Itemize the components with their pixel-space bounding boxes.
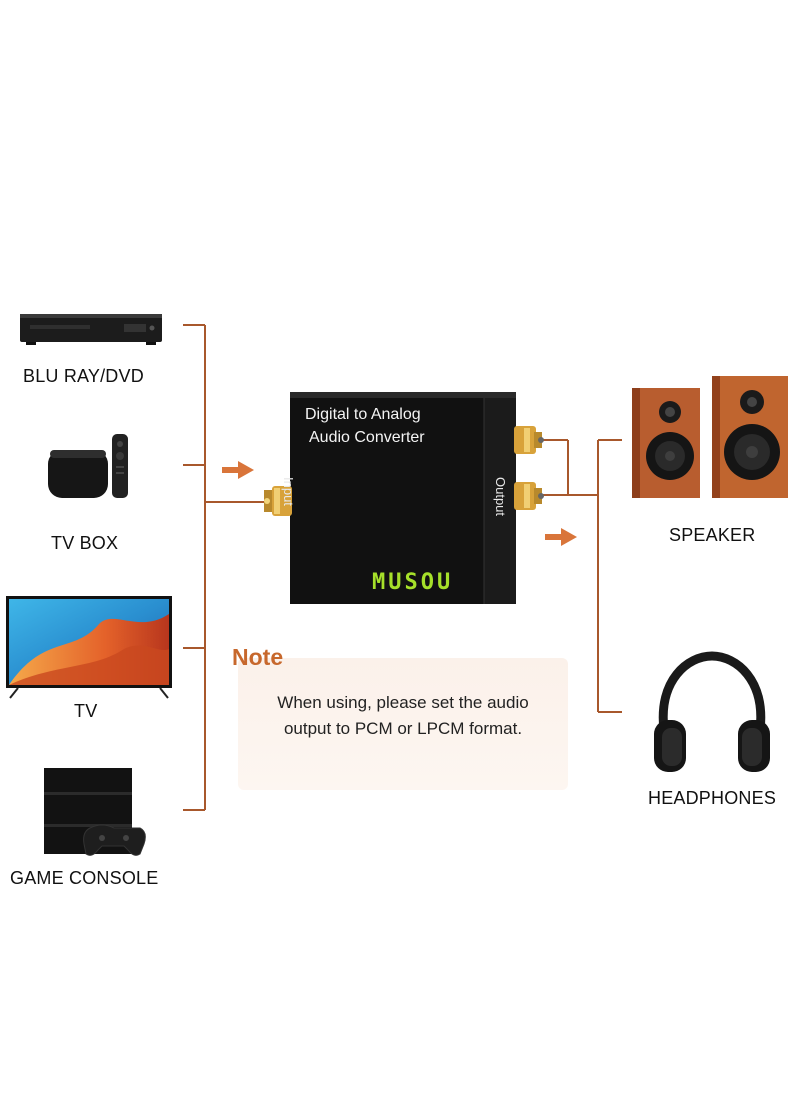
headphones-icon: [654, 651, 770, 772]
source-label-console: GAME CONSOLE: [10, 868, 159, 888]
converter-brand: MUSOU: [372, 570, 454, 595]
output-connector-top-icon: [514, 426, 542, 454]
converter-device: [264, 392, 544, 604]
output-label-headphones: HEADPHONES: [648, 788, 777, 808]
speaker-icon: [632, 376, 788, 498]
source-label-tvbox: TV BOX: [51, 533, 119, 553]
input-arrow-icon: [222, 461, 254, 479]
game-console-icon: [44, 768, 146, 856]
converter-input-label: Input: [281, 477, 296, 506]
converter-title-line2: Audio Converter: [309, 429, 425, 446]
output-arrow-icon: [545, 528, 577, 546]
note-box: [238, 658, 568, 790]
output-connector-bottom-icon: [514, 482, 542, 510]
tv-box-icon: [48, 434, 128, 498]
note-text-line2: output to PCM or LPCM format.: [283, 719, 523, 738]
input-connector-icon: [264, 486, 292, 516]
note-text-line1: When using, please set the audio: [277, 693, 529, 712]
note-title: Note: [232, 644, 284, 670]
note-text: When using, please set the audio output …: [238, 690, 568, 742]
tv-icon: [6, 596, 172, 699]
bluray-player-icon: [20, 314, 162, 345]
converter-output-label: Output: [493, 477, 508, 517]
source-label-bluray: BLU RAY/DVD: [23, 366, 144, 386]
converter-title-line1: Digital to Analog: [305, 406, 421, 423]
source-label-tv: TV: [74, 701, 98, 721]
output-label-speaker: SPEAKER: [669, 525, 756, 545]
